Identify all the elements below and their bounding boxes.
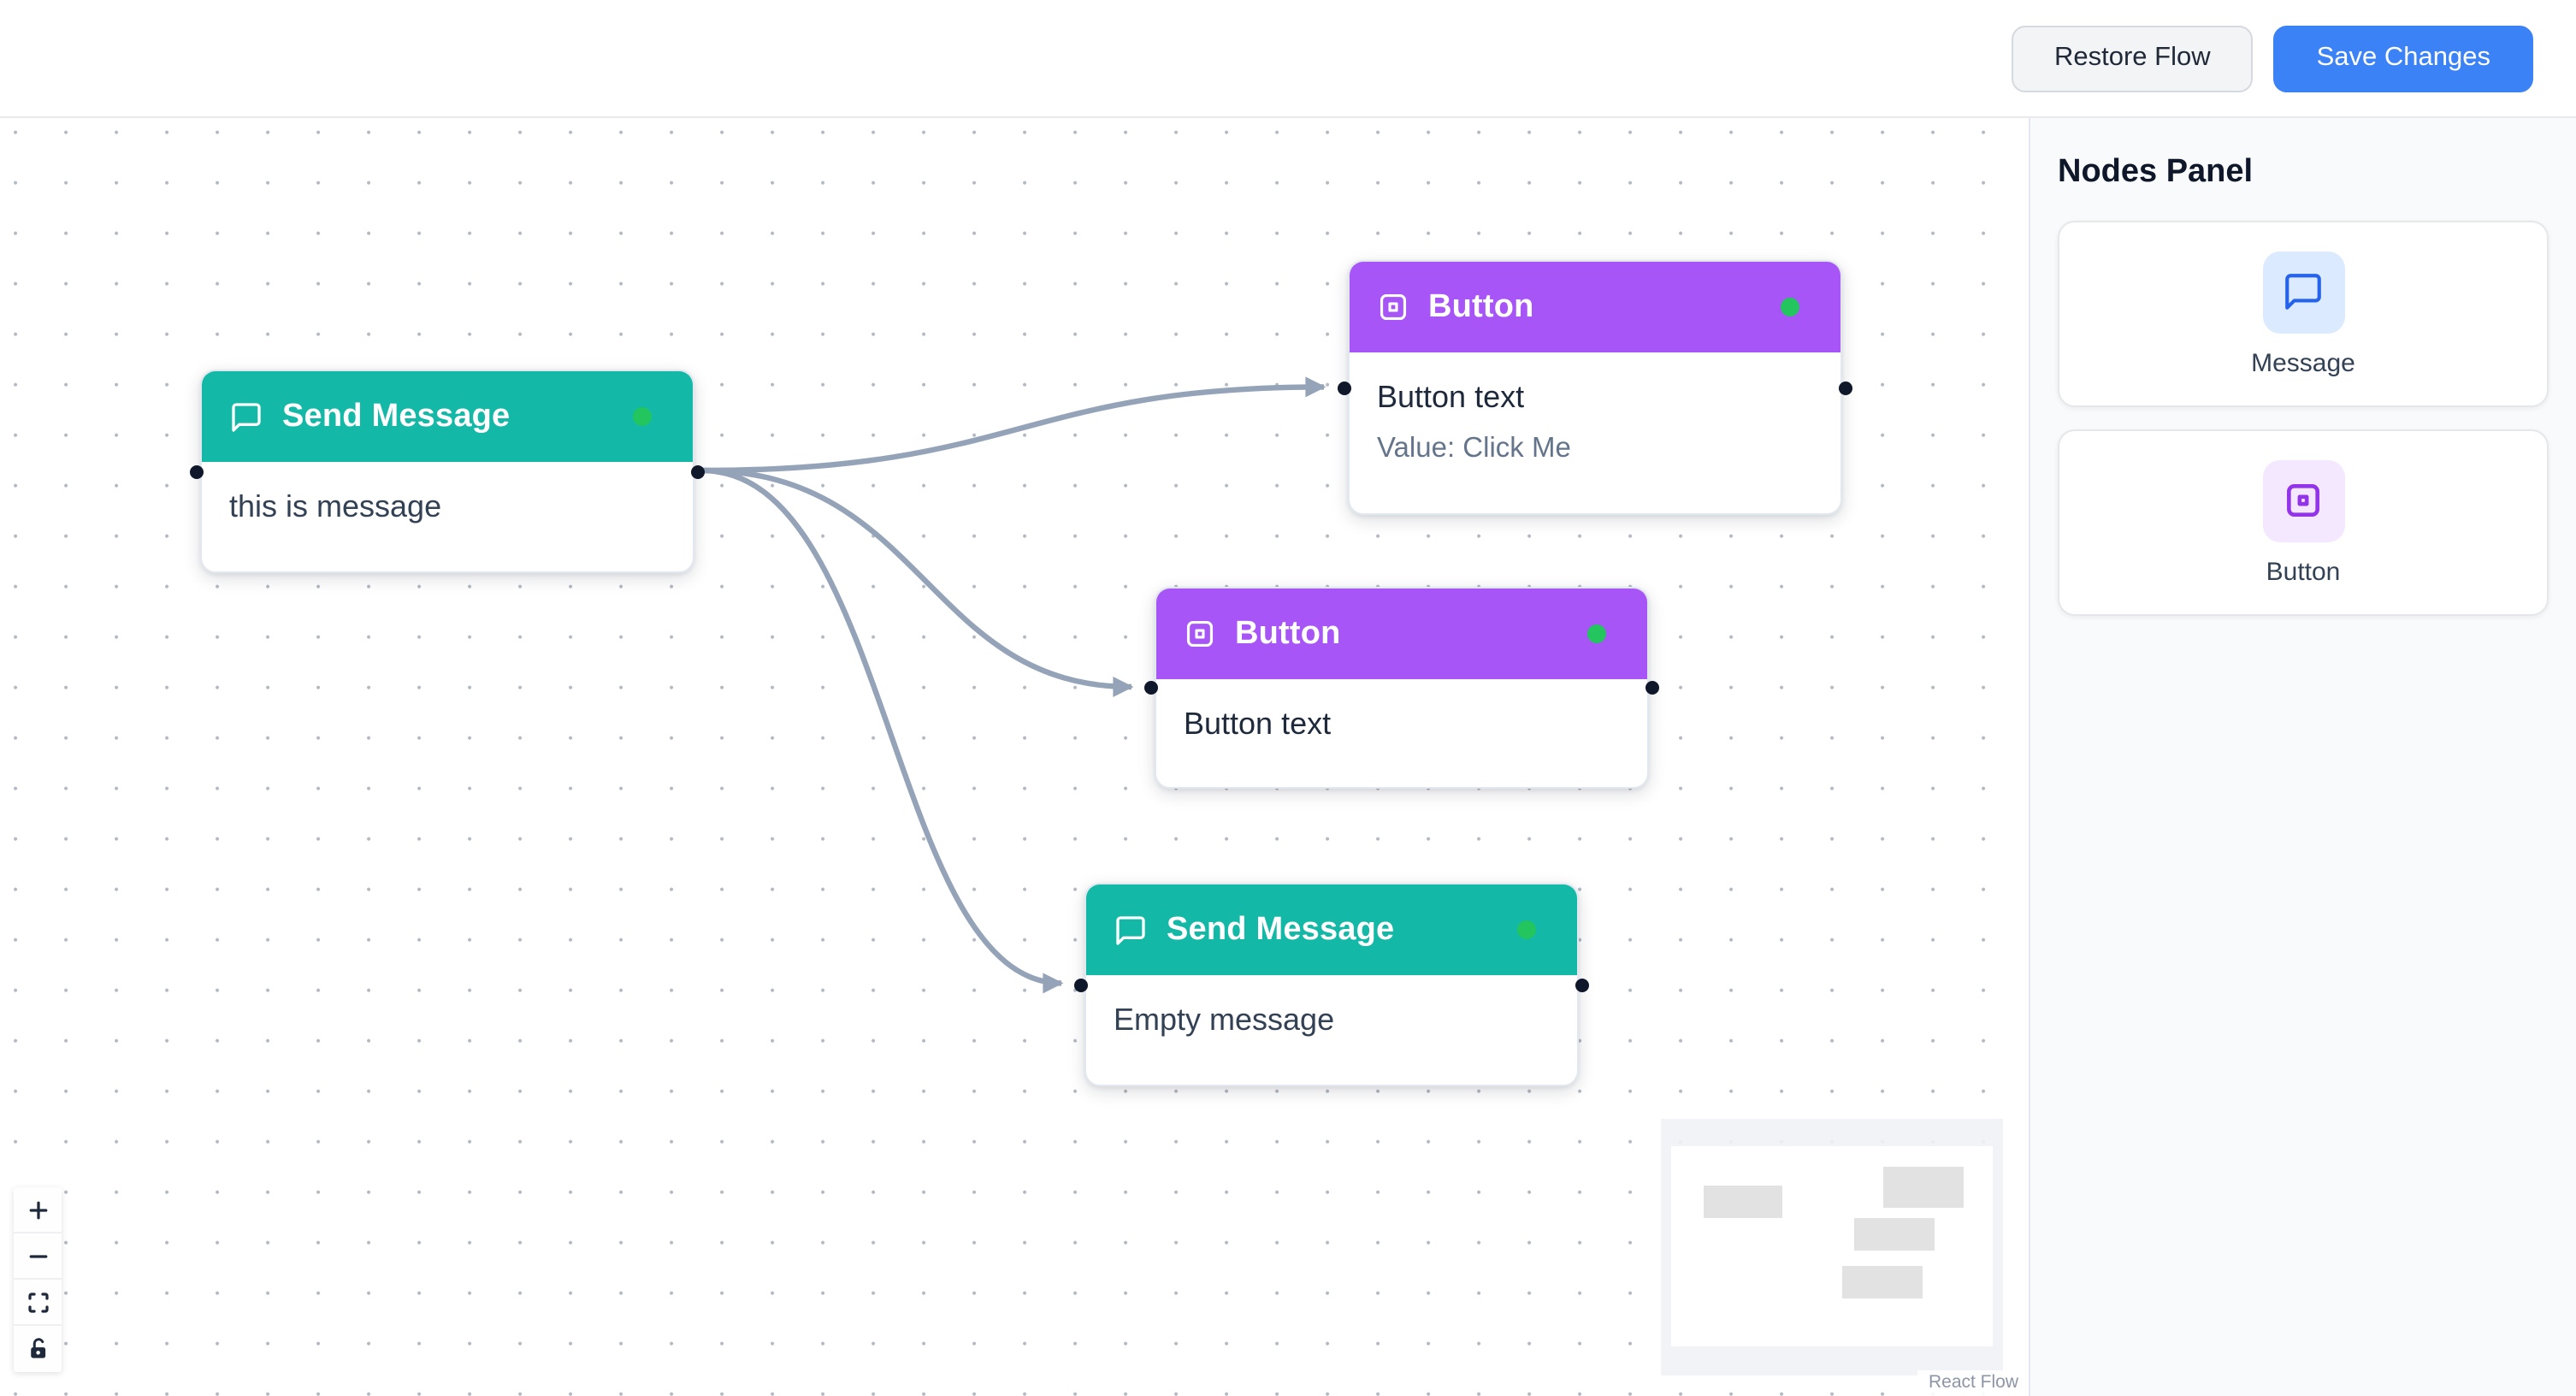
target-handle[interactable] xyxy=(1074,978,1088,991)
restore-flow-button[interactable]: Restore Flow xyxy=(2012,25,2254,92)
node-button-text: Button text xyxy=(1184,707,1332,741)
minimap[interactable] xyxy=(1661,1119,2003,1375)
message-square-icon xyxy=(2285,274,2321,310)
node-title: Button xyxy=(1428,288,1534,324)
node-send-message-1[interactable]: Send Message this is message xyxy=(190,370,705,573)
node-title: Button xyxy=(1235,615,1341,651)
nodes-panel-title: Nodes Panel xyxy=(2058,154,2254,190)
node-button-value: Value: Click Me xyxy=(1377,433,1571,464)
target-handle[interactable] xyxy=(1338,381,1351,394)
node-button-text: Button text xyxy=(1377,380,1525,414)
zoom-out-button[interactable] xyxy=(14,1233,62,1280)
zoom-in-button[interactable] xyxy=(14,1187,62,1233)
node-header: Send Message xyxy=(202,371,693,462)
fit-view-icon xyxy=(27,1292,48,1312)
minimap-node xyxy=(1883,1167,1964,1208)
source-handle[interactable] xyxy=(1575,978,1589,991)
palette-item-label: Button xyxy=(2266,557,2341,586)
source-handle[interactable] xyxy=(691,464,705,478)
node-message-text: this is message xyxy=(229,489,442,524)
source-handle[interactable] xyxy=(1839,381,1852,394)
node-send-message-2[interactable]: Send Message Empty message xyxy=(1074,883,1589,1086)
palette-item-label: Message xyxy=(2251,348,2355,377)
source-handle[interactable] xyxy=(1645,681,1659,695)
message-square-icon xyxy=(232,402,261,431)
message-icon-tile xyxy=(2262,251,2344,333)
status-dot xyxy=(1587,624,1606,643)
lock-toggle-button[interactable] xyxy=(14,1326,62,1372)
node-button-2[interactable]: Button Button text xyxy=(1144,587,1659,789)
target-handle[interactable] xyxy=(1144,681,1158,695)
minus-icon xyxy=(28,1254,47,1257)
edge-1-2[interactable] xyxy=(701,376,1326,474)
minimap-node xyxy=(1704,1186,1782,1218)
status-dot xyxy=(1781,298,1799,316)
button-icon-tile xyxy=(2262,459,2344,541)
plus-icon xyxy=(28,1200,47,1219)
minimap-node xyxy=(1854,1218,1935,1251)
status-dot xyxy=(633,407,652,426)
node-header: Send Message xyxy=(1086,884,1577,975)
minimap-node xyxy=(1842,1266,1923,1298)
button-square-icon xyxy=(1380,293,1407,321)
flow-canvas[interactable]: Send Message this is message Button Butt… xyxy=(0,118,2029,1396)
node-header: Button xyxy=(1350,262,1840,352)
unlock-icon xyxy=(30,1338,45,1358)
edge-1-3[interactable] xyxy=(701,467,1134,697)
palette-item-message[interactable]: Message xyxy=(2058,221,2549,407)
target-handle[interactable] xyxy=(190,464,204,478)
top-toolbar: Restore Flow Save Changes xyxy=(0,0,2576,118)
node-message-text: Empty message xyxy=(1114,1003,1335,1037)
node-button-1[interactable]: Button Button text Value: Click Me xyxy=(1338,260,1852,515)
save-changes-button[interactable]: Save Changes xyxy=(2273,25,2533,92)
node-header: Button xyxy=(1156,589,1647,679)
node-title: Send Message xyxy=(282,398,511,434)
status-dot xyxy=(1517,920,1536,939)
canvas-controls xyxy=(14,1187,62,1372)
edge-layer xyxy=(701,376,1326,994)
node-title: Send Message xyxy=(1167,911,1395,947)
button-square-icon xyxy=(2287,484,2319,517)
fit-view-button[interactable] xyxy=(14,1280,62,1326)
react-flow-attribution-link[interactable]: React Flow xyxy=(1917,1370,2027,1396)
button-square-icon xyxy=(1186,620,1214,648)
edge-1-4[interactable] xyxy=(701,467,1064,994)
palette-item-button[interactable]: Button xyxy=(2058,429,2549,616)
nodes-panel: Nodes Panel Message Button xyxy=(2029,118,2576,1396)
message-square-icon xyxy=(1116,915,1145,944)
